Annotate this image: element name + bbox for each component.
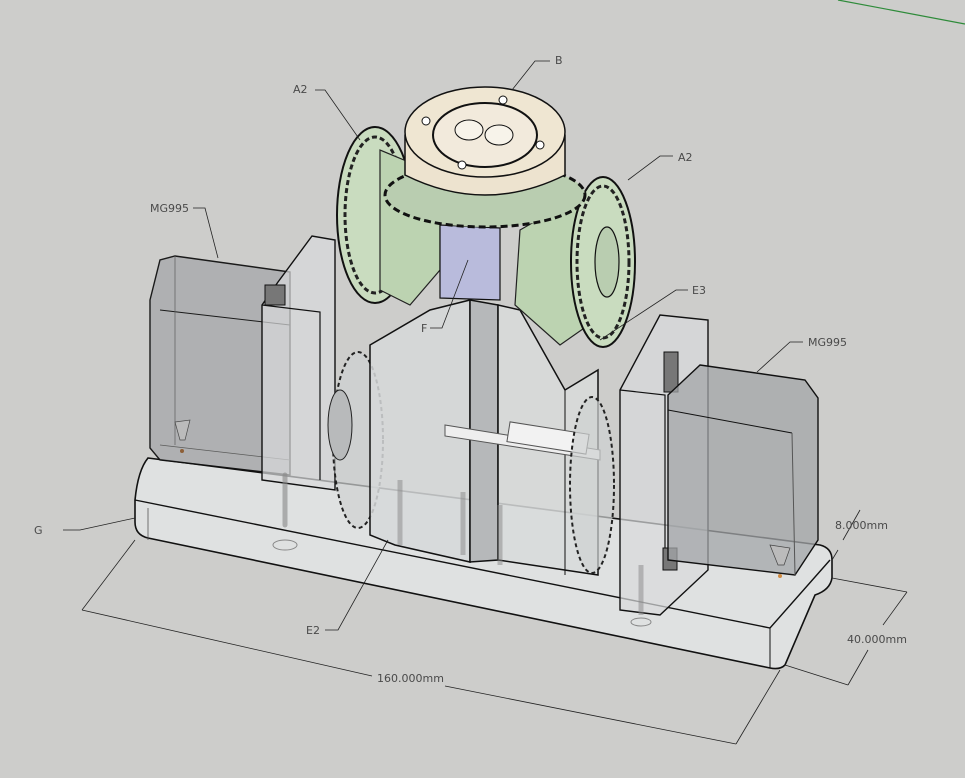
bevel-gear-right-A2[interactable] [514,176,636,348]
dimension-width-label: 40.000mm [847,633,907,646]
slider-F[interactable] [439,224,501,301]
callout-MG995-left: MG995 [150,202,190,215]
callout-A2-left: A2 [293,83,308,96]
dimension-thickness-label: 8.000mm [835,519,888,532]
top-gear-cap-B[interactable] [383,86,587,229]
servo-bracket-left [261,235,336,551]
callout-leaders [63,60,803,631]
callout-A2-right: A2 [678,151,693,164]
callout-G: G [34,524,43,537]
callout-B: B [555,54,563,67]
sprocket-right [569,396,615,574]
dimension-lines [81,509,908,745]
callout-MG995-right: MG995 [808,336,848,349]
servo-right[interactable] [667,364,819,578]
center-tower-left[interactable] [369,299,471,563]
callout-E2: E2 [306,624,320,637]
green-axis-line [837,0,965,25]
base-plate[interactable] [134,457,833,670]
dimension-length-label: 160.000mm [377,672,444,685]
callout-F: F [421,322,428,335]
callout-E3: E3 [692,284,706,297]
